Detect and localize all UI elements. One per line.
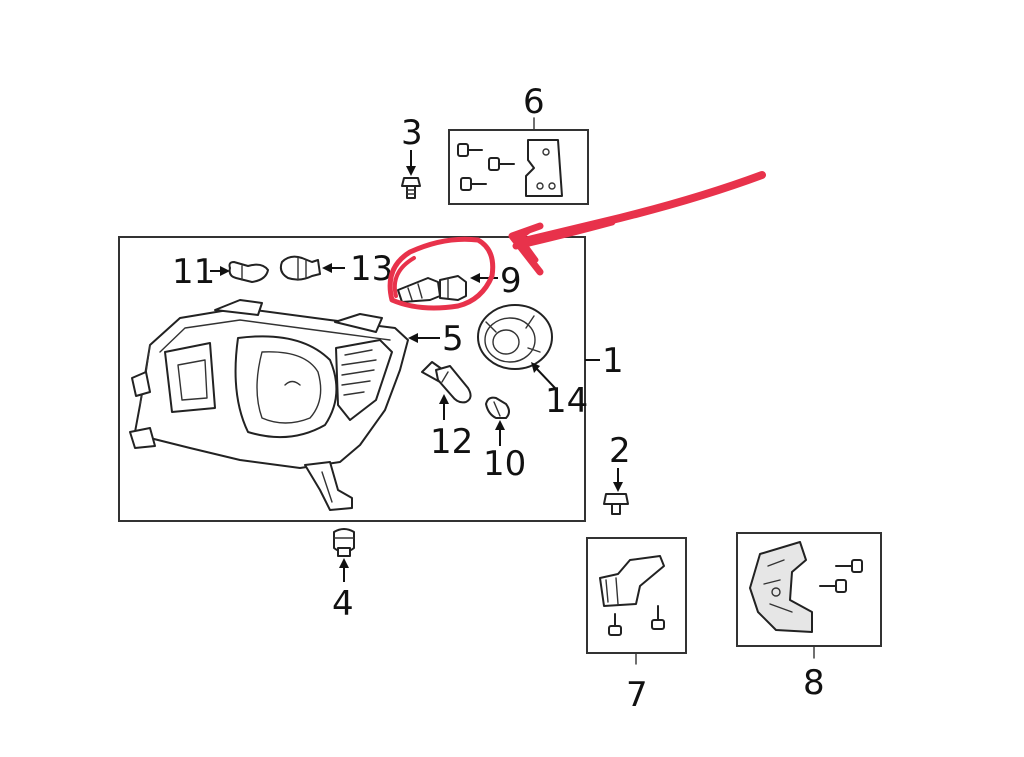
label-part-9: 9	[500, 261, 522, 301]
bracket-7-icon	[599, 555, 665, 607]
leader-14	[535, 367, 556, 389]
label-part-3: 3	[401, 113, 423, 153]
bracket-6-icon	[525, 139, 563, 197]
screw-6c-icon	[460, 177, 487, 191]
bulb-11-icon	[228, 261, 269, 283]
label-part-4: 4	[332, 584, 354, 624]
label-part-13: 13	[350, 249, 393, 289]
bracket-8-icon	[749, 541, 813, 633]
label-part-14: 14	[545, 381, 588, 421]
label-part-1: 1	[602, 341, 624, 381]
screw-6a-icon	[457, 143, 483, 157]
label-part-2: 2	[609, 431, 631, 471]
assembly-box	[118, 236, 586, 522]
screw-8b-icon	[819, 579, 847, 593]
red-circle-mark	[387, 236, 496, 311]
bulb-10-icon	[485, 396, 510, 419]
screw-7b-icon	[651, 605, 665, 630]
screw-8a-icon	[835, 559, 863, 573]
headlamp-housing	[129, 299, 409, 511]
screw-2-icon	[603, 493, 629, 515]
screw-6b-icon	[488, 157, 515, 171]
label-part-10: 10	[483, 444, 526, 484]
cap-14-icon	[477, 304, 553, 370]
bulb-9-icon	[397, 275, 467, 303]
part-6-box	[448, 129, 589, 205]
part-8-box	[736, 532, 882, 647]
label-part-8: 8	[803, 663, 825, 703]
label-part-12: 12	[430, 422, 473, 462]
label-part-7: 7	[626, 675, 648, 715]
socket-13-icon	[279, 255, 321, 281]
screw-3-icon	[401, 177, 421, 199]
label-part-11: 11	[172, 252, 215, 292]
red-annotation	[387, 171, 766, 311]
screw-7a-icon	[608, 613, 622, 636]
nut-4-icon	[333, 528, 355, 557]
label-part-5: 5	[442, 319, 464, 359]
label-part-6: 6	[523, 82, 545, 122]
bulb-12-icon	[421, 361, 472, 404]
